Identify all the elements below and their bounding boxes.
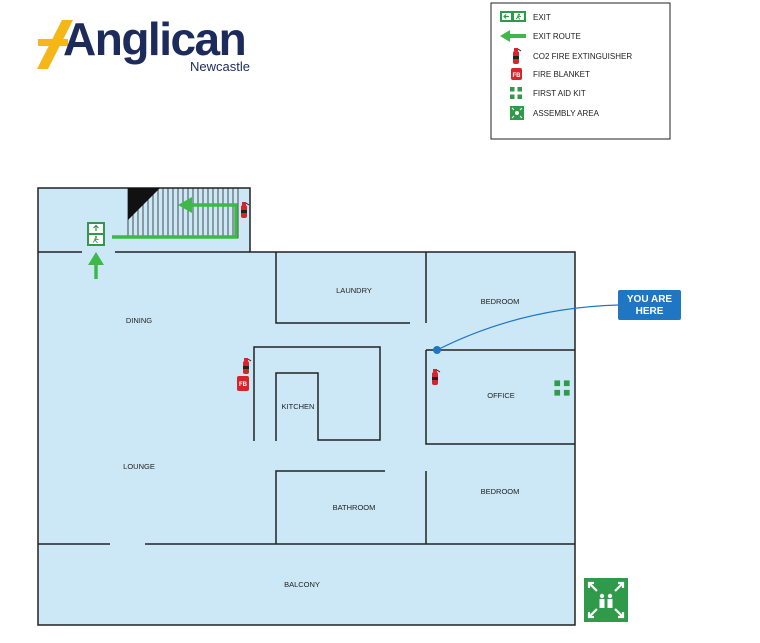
logo-name: Anglican xyxy=(63,13,245,65)
exit-route-arrowhead-stairs xyxy=(178,197,192,213)
room-label-bathroom: BATHROOM xyxy=(333,503,376,512)
room-label-balcony: BALCONY xyxy=(284,580,320,589)
floor-area xyxy=(38,188,575,625)
fire-blanket-code: FB xyxy=(239,382,248,388)
you-are-here-line2: HERE xyxy=(636,306,664,317)
staircase xyxy=(127,187,239,239)
logo-subtitle: Newcastle xyxy=(190,59,250,74)
logo-cross-icon xyxy=(37,20,73,69)
legend-extinguisher-label: CO2 FIRE EXTINGUISHER xyxy=(533,52,632,61)
legend-exit-sign-icon xyxy=(500,11,526,22)
legend-fire-blanket-code: FB xyxy=(513,73,522,79)
legend-fire-blanket-label: FIRE BLANKET xyxy=(533,70,590,79)
room-label-lounge: LOUNGE xyxy=(123,462,155,471)
legend-exit-route-arrow-icon xyxy=(500,30,526,42)
anglican-logo: Anglican Newcastle xyxy=(37,13,250,74)
room-label-kitchen: KITCHEN xyxy=(282,402,315,411)
exit-sign-icon xyxy=(87,222,105,246)
room-label-office: OFFICE xyxy=(487,391,515,400)
room-label-laundry: LAUNDRY xyxy=(336,286,372,295)
assembly-area-icon xyxy=(584,578,628,622)
legend-assembly-area-label: ASSEMBLY AREA xyxy=(533,109,600,118)
legend-assembly-area-icon xyxy=(510,106,524,120)
walls xyxy=(37,187,576,626)
fire-blanket-icon: FB xyxy=(237,376,249,391)
room-label-bedroom-top: BEDROOM xyxy=(481,297,520,306)
legend-first-aid-label: FIRST AID KIT xyxy=(533,89,586,98)
legend-fire-blanket-icon: FB xyxy=(511,68,522,80)
exit-route-arrowhead-door xyxy=(88,252,104,265)
you-are-here-line1: YOU ARE xyxy=(627,294,673,305)
legend: EXIT EXIT ROUTE CO2 FIRE EXTINGUISHER FB… xyxy=(490,2,671,140)
legend-exit-label: EXIT xyxy=(533,13,551,22)
legend-exit-route-label: EXIT ROUTE xyxy=(533,32,581,41)
room-label-bedroom-bottom: BEDROOM xyxy=(481,487,520,496)
room-label-dining: DINING xyxy=(126,316,152,325)
you-are-here-marker: YOU ARE HERE xyxy=(433,290,681,354)
